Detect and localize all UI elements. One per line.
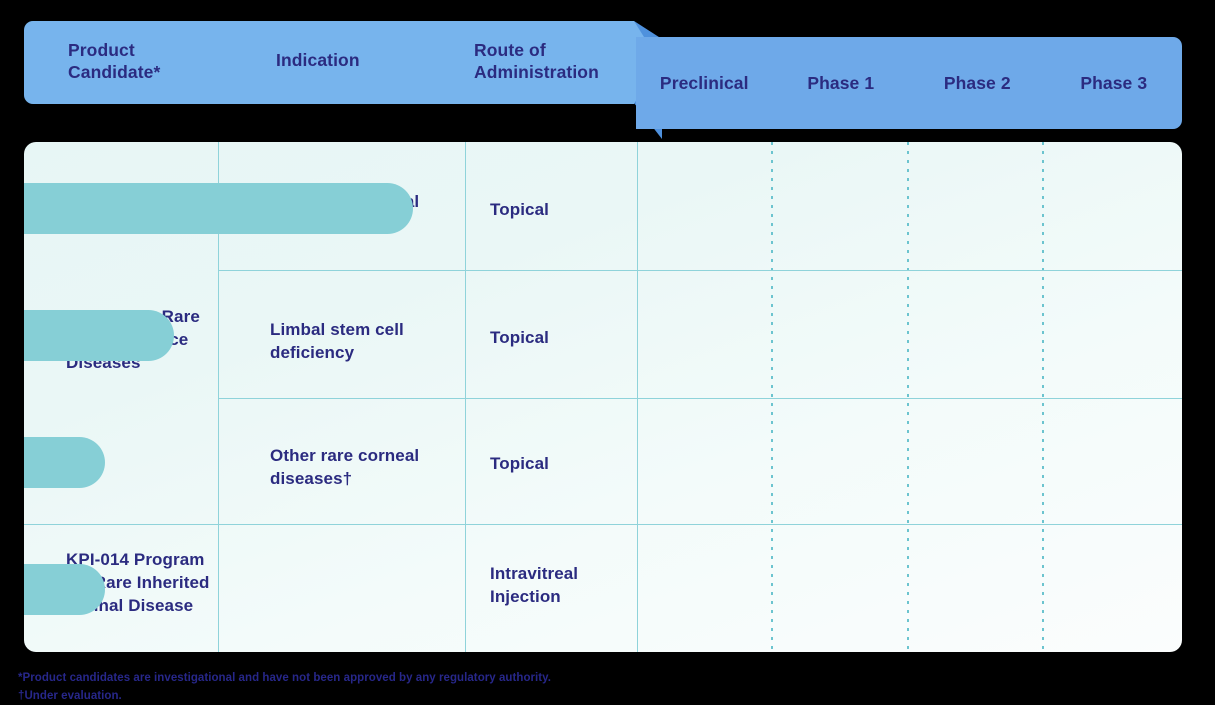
row-divider-3 — [24, 524, 1182, 526]
column-divider-candidate — [218, 142, 220, 652]
route-row-2: Topical — [490, 328, 549, 347]
row-divider-1 — [218, 270, 1182, 272]
phase-label-row: Preclinical Phase 1 Phase 2 Phase 3 — [636, 37, 1182, 129]
gridline-phase1-phase2 — [907, 142, 909, 652]
footnote-dagger: †Under evaluation. — [18, 689, 122, 702]
progress-bar-row-4 — [24, 564, 105, 615]
route-row-3: Topical — [490, 454, 549, 473]
pipeline-table: KPI-012 for Rare Ocular Surface Diseases… — [24, 142, 1182, 652]
header-route-of-administration: Route of Administration — [474, 40, 599, 83]
footnote-asterisk: *Product candidates are investigational … — [18, 672, 552, 684]
indication-row-2: Limbal stem cell deficiency — [270, 320, 404, 363]
progress-bar-row-3 — [24, 437, 105, 488]
phase-label-phase-2: Phase 2 — [943, 72, 1011, 93]
gridline-preclinical-phase1 — [771, 142, 773, 652]
column-divider-indication — [465, 142, 467, 652]
phase-label-phase-1: Phase 1 — [807, 72, 875, 93]
route-row-4: Intravitreal Injection — [490, 564, 579, 607]
pipeline-header: Product Candidate* Indication Route of A… — [0, 0, 1215, 140]
route-row-1: Topical — [490, 200, 549, 219]
indication-row-3: Other rare corneal diseases† — [270, 446, 420, 489]
progress-bar-row-2 — [24, 310, 174, 361]
row-divider-2 — [218, 398, 1182, 400]
footnotes: *Product candidates are investigational … — [18, 670, 818, 705]
header-bar-attributes: Product Candidate* Indication Route of A… — [24, 21, 660, 104]
progress-bar-row-1 — [24, 183, 413, 234]
header-bar-phases: Preclinical Phase 1 Phase 2 Phase 3 — [636, 37, 1182, 129]
gridline-phase2-phase3 — [1042, 142, 1044, 652]
header-indication: Indication — [276, 50, 360, 70]
column-divider-route — [637, 142, 639, 652]
phase-label-phase-3: Phase 3 — [1080, 72, 1148, 93]
header-product-candidate: Product Candidate* — [68, 40, 161, 83]
phase-label-preclinical: Preclinical — [659, 72, 749, 93]
